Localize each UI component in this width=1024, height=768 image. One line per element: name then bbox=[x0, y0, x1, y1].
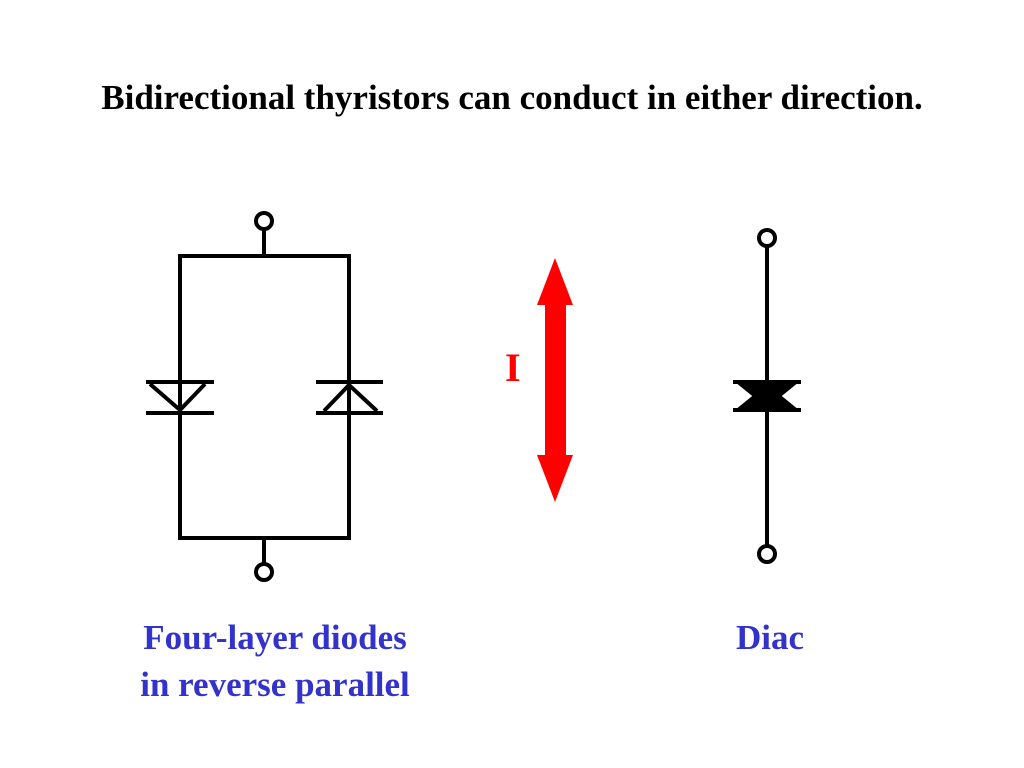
reverse-parallel-circuit bbox=[146, 211, 383, 582]
diac-top-terminal bbox=[757, 228, 777, 248]
reverse-parallel-caption: Four-layer diodes in reverse parallel bbox=[100, 614, 450, 708]
caption-line-1: Four-layer diodes bbox=[143, 618, 407, 657]
bottom-terminal bbox=[254, 562, 274, 582]
diac-caption: Diac bbox=[735, 618, 805, 657]
slide-title: Bidirectional thyristors can conduct in … bbox=[101, 78, 923, 117]
current-label: I bbox=[505, 345, 521, 390]
bidirectional-current-arrow bbox=[537, 258, 573, 502]
four-layer-diode-right-symbol bbox=[316, 380, 383, 415]
top-terminal bbox=[254, 211, 274, 231]
four-layer-diode-left-symbol bbox=[146, 380, 214, 415]
diac-circuit bbox=[733, 228, 801, 564]
diac-bottom-terminal bbox=[757, 544, 777, 564]
caption-line-2: in reverse parallel bbox=[140, 665, 410, 704]
diac-symbol bbox=[733, 380, 801, 412]
